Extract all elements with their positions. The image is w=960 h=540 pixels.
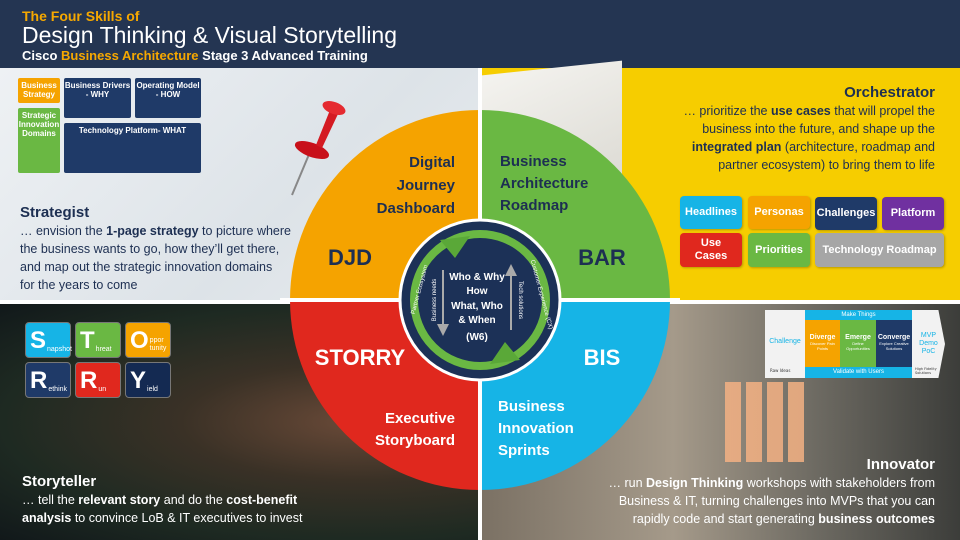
storyteller-heading: Storyteller [22,473,97,490]
one-page-strategy-diagram: Business Strategy Business Drivers - WHY… [16,78,204,176]
header-band [0,0,960,68]
storyteller-description: … tell the relevant story and do the cos… [22,493,303,525]
sticky-notes [725,382,805,462]
raw-ideas-label: Raw Ideas [770,368,791,373]
svg-text:Business: Business [498,398,565,415]
storry-label: STORRY [315,345,406,370]
operating-model-box: Operating Model - HOW [135,78,201,118]
bar-title: Business Architecture Roadmap [500,153,588,214]
tag-priorities: Priorities [748,233,810,267]
tag-use-cases: Use Cases [680,233,742,267]
svg-text:Business: Business [500,153,567,170]
orchestrator-heading: Orchestrator [844,84,935,101]
technology-platform-box: Technology Platform- WHAT [64,123,201,173]
bar-label: BAR [578,245,626,270]
svg-text:Executive: Executive [385,410,455,427]
svg-text:Dashboard: Dashboard [377,200,455,217]
challenge-label: Challenge [765,310,805,378]
center-circle [398,218,562,382]
tag-challenges: Challenges [815,197,877,230]
make-things-label: Make Things [805,310,912,320]
orchestrator-description: … prioritize the use cases that will pro… [683,104,935,172]
pushpin-icon [291,101,346,196]
innovator-description: … run Design Thinking workshops with sta… [608,476,936,526]
svg-text:How: How [466,286,487,297]
high-fidelity-label: High Fidelity Solutions [915,367,937,375]
cycle-arrow-icon [440,236,470,258]
tag-headlines: Headlines [680,196,742,229]
tag-platform: Platform [882,197,944,230]
business-strategy-box: Business Strategy [18,78,60,103]
svg-text:& When: & When [458,315,495,326]
tech-solutions-label: Tech solutions [517,281,523,319]
header-kicker: The Four Skills of [22,8,140,24]
business-needs-label: Business needs [432,279,438,321]
svg-text:(W6): (W6) [466,332,488,343]
djd-title: Digital Journey Dashboard [377,154,456,217]
bis-label: BIS [584,345,621,370]
strategist-heading: Strategist [20,204,90,221]
innovator-heading: Innovator [866,456,935,473]
bis-title: Business Innovation Sprints [498,398,574,459]
business-drivers-box: Business Drivers - WHY [64,78,131,118]
cycle-ring [410,230,550,370]
djd-label: DJD [328,245,372,270]
svg-text:Sprints: Sprints [498,442,550,459]
page-subtitle: Cisco Business Architecture Stage 3 Adva… [22,48,368,63]
svg-text:Roadmap: Roadmap [500,197,568,214]
strategist-description: … envision the 1-page strategy to pictur… [20,224,291,292]
svg-text:Who & Why: Who & Why [449,272,505,283]
tag-technology-roadmap: Technology Roadmap [815,233,944,267]
svg-text:What, Who: What, Who [451,301,503,312]
cycle-arrow-icon [490,342,520,364]
mvp-label: MVP Demo PoC [912,310,945,378]
svg-text:Digital: Digital [409,154,455,171]
page-title: Design Thinking & Visual Storytelling [22,22,398,48]
svg-text:Innovation: Innovation [498,420,574,437]
svg-text:Storyboard: Storyboard [375,432,455,449]
svg-text:Journey: Journey [397,177,456,194]
svg-text:Architecture: Architecture [500,175,588,192]
center-text: Who & Why How What, Who & When (W6) [449,272,505,343]
innovation-domains-box: Strategic Innovation Domains [18,108,60,173]
tag-personas: Personas [748,196,810,229]
storry-title: Executive Storyboard [375,410,455,449]
validate-label: Validate with Users [805,367,912,378]
